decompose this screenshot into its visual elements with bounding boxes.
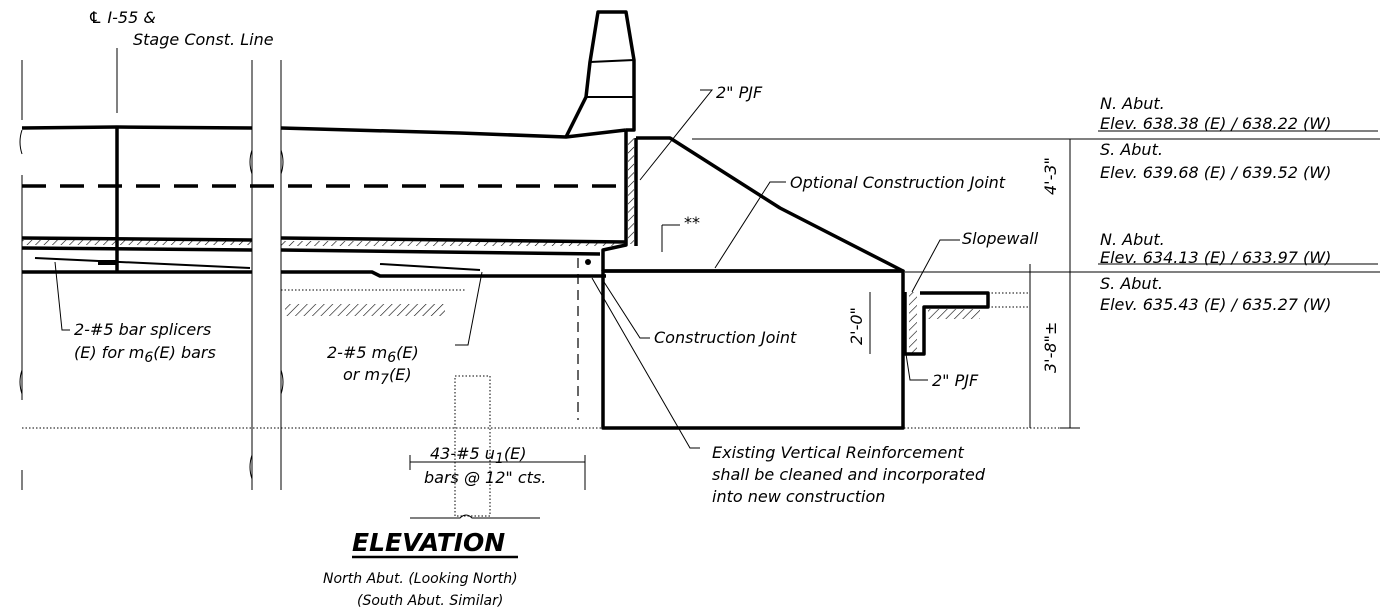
backwall-joint [601,130,628,271]
leader-pjf-bottom [905,353,928,381]
ground-lines [22,289,1060,429]
leader-construction-joint [603,281,650,339]
labels: ℄ I-55 & Stage Const. Line 2" PJF N. Abu… [74,8,1331,609]
drawing-subtitle-1: North Abut. (Looking North) [323,571,518,587]
label-n-abut-elev-bot: Elev. 634.13 (E) / 633.97 (W) [1100,248,1331,267]
label-construction-joint: Construction Joint [654,328,797,347]
label-dim-2-0: 2'-0" [847,307,866,345]
label-u1-line2: bars @ 12" cts. [424,468,546,487]
label-double-star: ** [684,213,700,232]
leader-m6 [455,271,483,346]
label-m7: or m7(E) [343,365,412,388]
title-break [410,514,540,519]
break-lines [19,60,284,490]
bar-splicer [98,260,118,265]
m6-bar-line [379,263,481,271]
break-symbol-mid [249,149,284,480]
deck-beam-line [21,246,601,256]
label-existing-2: shall be cleaned and incorporated [712,465,986,484]
elevation-lines [692,130,1380,429]
bar-splicer-line [34,257,251,269]
deck-slab [21,125,627,272]
ground-hatch-right [928,309,980,319]
label-s-abut: S. Abut. [1100,140,1163,159]
label-slopewall: Slopewall [962,229,1039,248]
leader-double-star [661,224,680,252]
pjf-hatch [628,138,634,244]
label-u1: 43-#5 u1(E) [430,444,526,467]
label-pjf-top: 2" PJF [716,83,763,102]
label-n-abut-2: N. Abut. [1100,230,1165,249]
label-s-abut-elev-top: Elev. 639.68 (E) / 639.52 (W) [1100,163,1331,182]
label-bar-splicers-1: 2-#5 bar splicers [74,320,211,339]
leader-optional-joint [714,181,786,269]
leader-pjf-top [639,89,714,181]
deck-top-right [280,126,627,139]
ground [22,258,1060,517]
deck-hatch-right [281,241,619,246]
label-stage-line: Stage Const. Line [133,30,274,49]
label-pjf-bottom: 2" PJF [932,371,979,390]
leader-slopewall [911,239,960,293]
leader-existing [591,277,700,449]
parapet-joints [586,59,635,98]
abutment-cap [601,269,905,430]
label-dim-4-3: 4'-3" [1041,157,1060,195]
slopewall [903,291,990,356]
label-n-abut-elev-top: Elev. 638.38 (E) / 638.22 (W) [1100,114,1331,133]
label-s-abut-2: S. Abut. [1100,274,1163,293]
label-s-abut-elev-bot: Elev. 635.43 (E) / 635.27 (W) [1100,295,1331,314]
reinforcement-dot [585,259,591,265]
leader-bar-splicers [54,261,70,331]
label-existing-1: Existing Vertical Reinforcement [712,443,965,462]
label-existing-3: into new construction [712,487,885,506]
parapet [564,10,636,138]
slopewall-outline [903,291,990,356]
label-bar-splicers-2: (E) for m6(E) bars [74,343,216,366]
drawing-subtitle-2: (South Abut. Similar) [357,593,503,609]
u1-dimension [409,455,586,490]
slopewall-hatch [909,292,917,354]
beam-lines [22,257,606,278]
beam-bottom [22,270,606,278]
backwall-top [603,136,905,273]
label-centerline: ℄ I-55 & [88,8,156,27]
label-n-abut: N. Abut. [1100,94,1165,113]
label-optional-joint: Optional Construction Joint [790,173,1006,192]
deck-top-left [21,125,253,130]
deck-hatch-left [22,240,252,245]
leaders [54,89,960,490]
drawing-title: ELEVATION [352,528,505,557]
label-m6: 2-#5 m6(E) [327,343,419,366]
pile-outline [454,375,491,517]
label-dim-3-8: 3'-8"± [1041,322,1060,373]
parapet-outline [564,10,636,138]
break-symbol-left [19,129,23,395]
ground-hatch-left [285,304,445,316]
abutment [601,130,905,430]
